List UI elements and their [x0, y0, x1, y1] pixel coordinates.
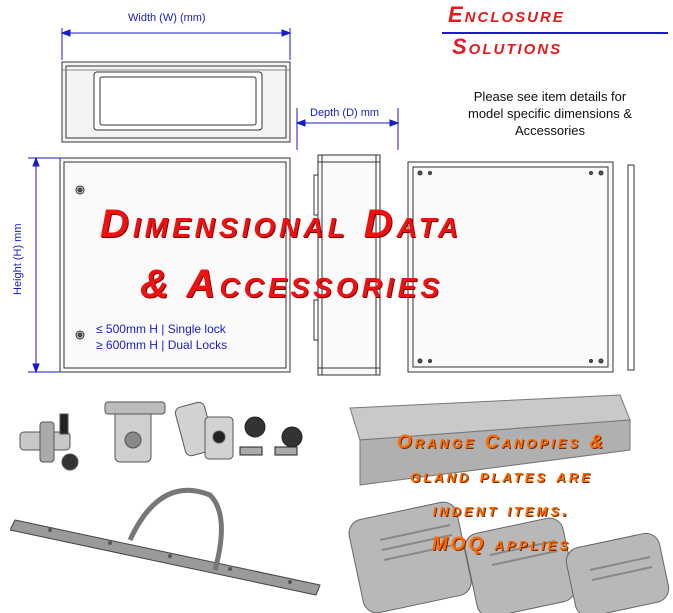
title-line1: Dimensional Data [100, 202, 463, 246]
brand-name-line2: Solutions [452, 34, 563, 59]
note-line3: Accessories [514, 123, 586, 138]
enclosure-drawings [28, 28, 635, 376]
note-line1: Please see item details for [473, 89, 627, 104]
canopy [349, 394, 631, 486]
lock-dual: ≥ 600mm H | Dual Locks [96, 338, 228, 352]
mounting-plate [407, 161, 635, 373]
front-view-enclosure [59, 157, 291, 373]
title-line2: & Accessories [140, 262, 444, 306]
side-view-enclosure [313, 154, 381, 376]
brand-name-line1: Enclosure [448, 2, 565, 27]
orange-line4: MOQ applies [431, 534, 572, 555]
lock-item-2 [104, 401, 166, 463]
brand-logo: Enclosure Solutions [440, 2, 670, 62]
depth-dimension-line [295, 108, 400, 150]
din-rail [10, 519, 321, 596]
orange-line2: gland plates are [410, 466, 593, 487]
note-line2: model specific dimensions & [467, 106, 633, 121]
gland-plate-1 [348, 501, 472, 613]
lock-accessories-image [19, 401, 303, 471]
dimension-note: Please see item details for model specif… [430, 88, 670, 139]
lock-info: ≤ 500mm H | Single lock ≥ 600mm H | Dual… [96, 321, 227, 353]
width-label: Width (W) (mm) [128, 12, 206, 24]
orange-line3: indent items. [432, 500, 571, 521]
top-view-enclosure [61, 61, 291, 143]
height-label: Height (H) mm [12, 223, 24, 295]
brand-line-top [442, 32, 668, 34]
lock-single: ≤ 500mm H | Single lock [96, 322, 226, 336]
orange-line1: Orange Canopies & [396, 432, 607, 453]
width-dimension-line [60, 28, 292, 60]
lock-item-4 [239, 416, 303, 456]
orange-indent-note: Orange Canopies & gland plates are inden… [330, 426, 673, 562]
band-clamp [127, 487, 224, 571]
lock-item-1 [19, 413, 79, 471]
lock-item-3 [174, 401, 234, 460]
height-dimension-line [28, 156, 60, 374]
canopy-gland-plates-image [348, 394, 670, 613]
mounting-bracket-image [10, 487, 321, 596]
depth-label: Depth (D) mm [310, 107, 380, 119]
